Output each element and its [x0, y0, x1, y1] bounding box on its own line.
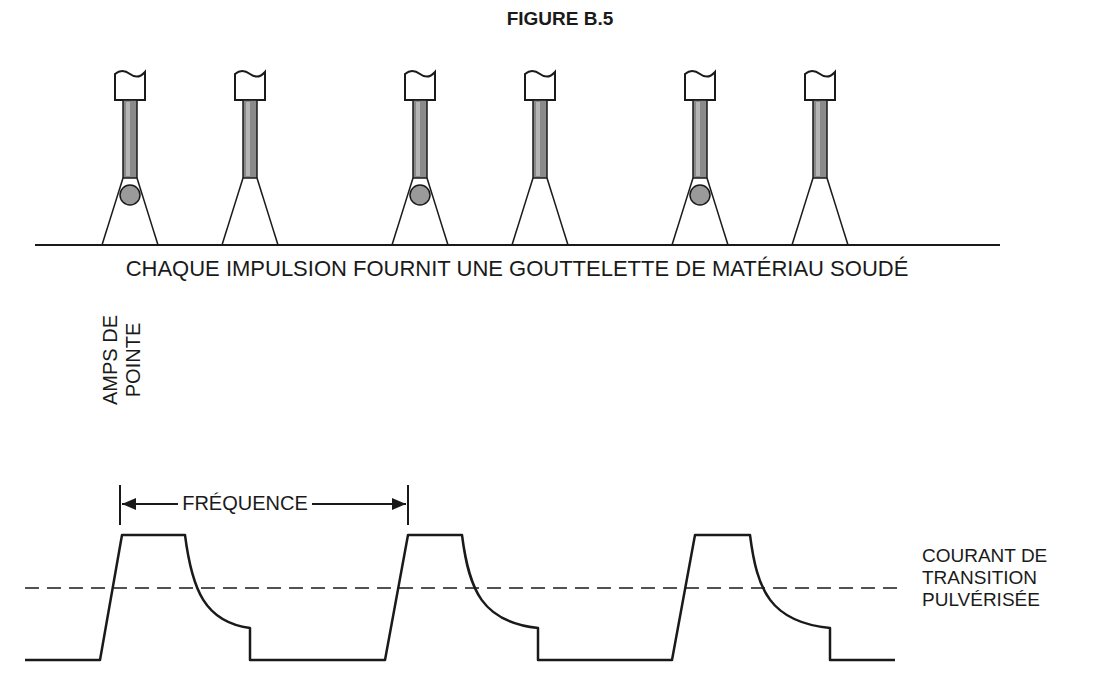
- arc-cone: [222, 178, 243, 245]
- electrode-shine: [816, 102, 820, 176]
- arc-cone: [827, 178, 848, 245]
- electrode-shine: [416, 102, 420, 176]
- arc-cone: [672, 178, 693, 245]
- electrode-shine: [536, 102, 540, 176]
- contact-tip: [525, 71, 555, 100]
- electrode-wire: [693, 100, 707, 178]
- arc-cone: [707, 178, 728, 245]
- arrow-head: [122, 498, 136, 510]
- electrode-wire: [533, 100, 547, 178]
- electrode-shine: [246, 102, 250, 176]
- contact-tip: [805, 71, 835, 100]
- contact-tip: [115, 71, 145, 100]
- electrode-wire: [123, 100, 137, 178]
- arc-cone: [512, 178, 533, 245]
- axis-label: AMPS DE POINTE: [99, 310, 145, 410]
- pulse-waveform: [25, 535, 895, 660]
- electrode-wire: [413, 100, 427, 178]
- arc-cone: [427, 178, 448, 245]
- figure-title: FIGURE B.5: [507, 8, 614, 30]
- arc-cone: [547, 178, 568, 245]
- frequency-tick: [119, 485, 121, 525]
- caption-label: CHAQUE IMPULSION FOURNIT UNE GOUTTELETTE…: [126, 256, 909, 281]
- arc-cone: [392, 178, 413, 245]
- arc-cone: [137, 178, 158, 245]
- droplet: [120, 185, 140, 205]
- arrow-head: [392, 498, 406, 510]
- transition-label: COURANT DE TRANSITION PULVÉRISÉE: [922, 545, 1107, 611]
- torch-group: [102, 71, 848, 245]
- arc-cone: [102, 178, 123, 245]
- arc-cone: [257, 178, 278, 245]
- contact-tip: [405, 71, 435, 100]
- droplet: [410, 185, 430, 205]
- electrode-wire: [813, 100, 827, 178]
- electrode-shine: [126, 102, 130, 176]
- contact-tip: [235, 71, 265, 100]
- frequency-tick: [407, 485, 409, 525]
- electrode-shine: [696, 102, 700, 176]
- droplet: [690, 185, 710, 205]
- work-surface: [35, 244, 1000, 246]
- arc-cone: [792, 178, 813, 245]
- transition-line: [25, 587, 905, 589]
- electrode-wire: [243, 100, 257, 178]
- contact-tip: [685, 71, 715, 100]
- frequency-label: FRÉQUENCE: [178, 492, 312, 515]
